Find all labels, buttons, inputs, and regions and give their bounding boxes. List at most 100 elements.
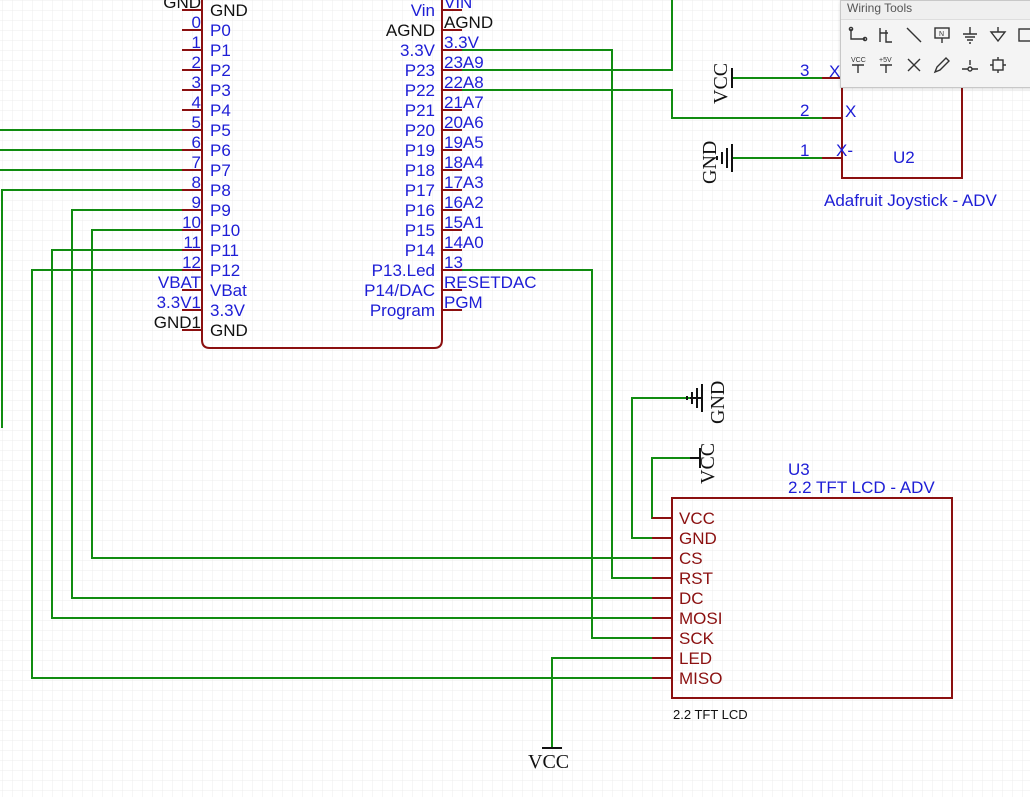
wiring-tools-panel[interactable]: Wiring Tools N VCC +5V (840, 0, 1030, 88)
pin-label: P14 (405, 241, 435, 260)
joystick-pin-label: X- (836, 141, 853, 160)
lcd-part[interactable]: U3 2.2 TFT LCD - ADV 2.2 TFT LCD VCCGNDC… (652, 460, 953, 722)
pin-label: P1 (210, 41, 231, 60)
wire-tool-icon[interactable] (845, 22, 871, 48)
pin-number: 8 (192, 173, 201, 192)
net-label-icon[interactable]: N (929, 22, 955, 48)
vcc-symbol-bottom[interactable]: VCC (528, 747, 569, 773)
svg-text:VCC: VCC (851, 57, 866, 64)
teensy-left-pin[interactable]: 8 P8 (182, 173, 231, 200)
pin-number: 5 (192, 113, 201, 132)
pin-number: 1 (192, 33, 201, 52)
pin-label: P10 (210, 221, 240, 240)
pin-number: 13 (444, 253, 463, 272)
pin-label: 3.3V (400, 41, 436, 60)
plus5v-tool-icon[interactable]: +5V (873, 52, 899, 78)
gnd-symbol-lcd[interactable]: GND (686, 381, 729, 424)
vcc-tool-icon[interactable]: VCC (845, 52, 871, 78)
pin-label: VBat (210, 281, 247, 300)
wire-rst (462, 49, 672, 579)
pin-label: P11 (210, 241, 239, 260)
lcd-pin-label: RST (679, 569, 713, 588)
pin-number: 21A7 (444, 93, 484, 112)
teensy-right-pin[interactable]: 3.3V3.3V (400, 33, 480, 60)
teensy-left-pin[interactable]: 1 P1 (182, 33, 231, 60)
joystick-pin-num: 1 (800, 141, 809, 160)
lcd-pin-label: CS (679, 549, 703, 568)
gnd-symbol-joystick[interactable]: GND (699, 141, 733, 184)
bus-tool-icon[interactable] (873, 22, 899, 48)
lcd-pin[interactable]: DC (652, 589, 704, 608)
gnd-label: GND (707, 381, 729, 424)
lcd-pin[interactable]: MISO (652, 669, 722, 688)
lcd-pin-label: MOSI (679, 609, 722, 628)
joystick-part[interactable]: 3 2 1 X X X- U2 Adafruit Joystick - ADV (800, 60, 998, 210)
wire-22 (462, 89, 842, 119)
net-port-icon[interactable] (1013, 22, 1030, 48)
lcd-pin[interactable]: GND (652, 529, 717, 548)
pin-number: 12 (182, 253, 201, 272)
no-connect-icon[interactable] (901, 52, 927, 78)
pin-number: 0 (192, 13, 201, 32)
joystick-ref: U2 (893, 148, 915, 167)
svg-text:+5V: +5V (879, 57, 892, 64)
ground-alt-icon[interactable] (985, 22, 1011, 48)
lcd-pin[interactable]: CS (652, 549, 703, 568)
lcd-pin[interactable]: RST (652, 569, 713, 588)
voltage-probe-icon[interactable] (957, 52, 983, 78)
lcd-pin[interactable]: VCC (652, 509, 715, 528)
joystick-pin-num: 3 (800, 61, 809, 80)
probe-pen-icon[interactable] (929, 52, 955, 78)
pin-number: 17A3 (444, 173, 484, 192)
pin-number: 16A2 (444, 193, 484, 212)
vcc-label: VCC (697, 443, 719, 484)
pin-tool-icon[interactable] (985, 52, 1011, 78)
pin-label: P21 (405, 101, 435, 120)
pin-label: P18 (405, 161, 435, 180)
teensy-right-pin[interactable]: 21A7 P21 (405, 93, 484, 120)
bus-entry-icon[interactable] (901, 22, 927, 48)
pin-label: P8 (210, 181, 231, 200)
vcc-symbol-joystick[interactable]: VCC (710, 63, 733, 104)
lcd-pin[interactable]: MOSI (652, 609, 722, 628)
wire-miso (31, 269, 672, 679)
ground-tool-icon[interactable] (957, 22, 983, 48)
vcc-symbol-lcd[interactable]: VCC (690, 443, 719, 484)
lcd-pin[interactable]: LED (652, 649, 712, 668)
pin-number: 22A8 (444, 73, 484, 92)
lcd-pin[interactable]: SCK (652, 629, 715, 648)
pin-number: GND1 (154, 313, 201, 332)
